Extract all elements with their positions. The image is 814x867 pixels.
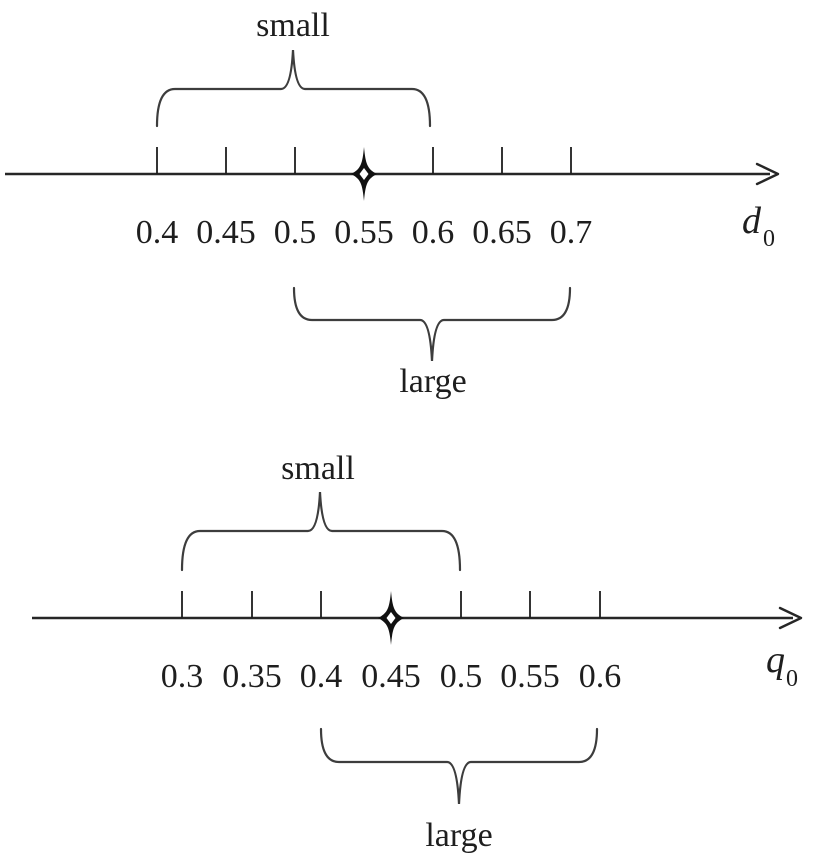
star-marker — [378, 591, 404, 645]
tick-label: 0.55 — [334, 214, 394, 251]
small-label: small — [256, 7, 330, 44]
tick-label: 0.35 — [222, 658, 282, 695]
tick-label: 0.5 — [274, 214, 317, 251]
large-brace — [319, 727, 599, 805]
large-brace — [292, 286, 572, 362]
tick-marks — [156, 147, 572, 174]
axis-variable-label: q — [766, 639, 785, 681]
large-label: large — [425, 817, 492, 854]
q0-diagram: small 0.3 0.35 0.4 0.45 0.5 0.55 0.6 — [32, 450, 803, 854]
large-label: large — [399, 363, 466, 400]
tick-labels: 0.4 0.45 0.5 0.55 0.6 0.65 0.7 — [136, 214, 593, 251]
star-marker — [351, 147, 377, 201]
small-brace — [155, 49, 432, 128]
tick-label: 0.45 — [196, 214, 256, 251]
axis-variable-label: d — [742, 200, 762, 242]
axis-arrowhead-icon — [755, 162, 780, 186]
tick-label: 0.4 — [136, 214, 179, 251]
axis-variable-subscript: 0 — [763, 226, 775, 252]
small-label: small — [281, 450, 355, 487]
axis-variable-subscript: 0 — [786, 666, 798, 692]
tick-label: 0.45 — [361, 658, 421, 695]
tick-label: 0.6 — [412, 214, 455, 251]
tick-label: 0.6 — [579, 658, 622, 695]
tick-label: 0.3 — [161, 658, 204, 695]
d0-diagram: small 0.4 0.45 0.5 0.55 0.6 0.65 0.7 — [5, 7, 780, 400]
tick-label: 0.7 — [550, 214, 593, 251]
small-brace — [180, 491, 462, 572]
tick-label: 0.5 — [440, 658, 483, 695]
tick-label: 0.4 — [300, 658, 343, 695]
tick-label: 0.55 — [500, 658, 560, 695]
tick-labels: 0.3 0.35 0.4 0.45 0.5 0.55 0.6 — [161, 658, 622, 695]
tick-label: 0.65 — [472, 214, 532, 251]
axis-arrowhead-icon — [778, 606, 803, 630]
tick-marks — [181, 591, 601, 618]
